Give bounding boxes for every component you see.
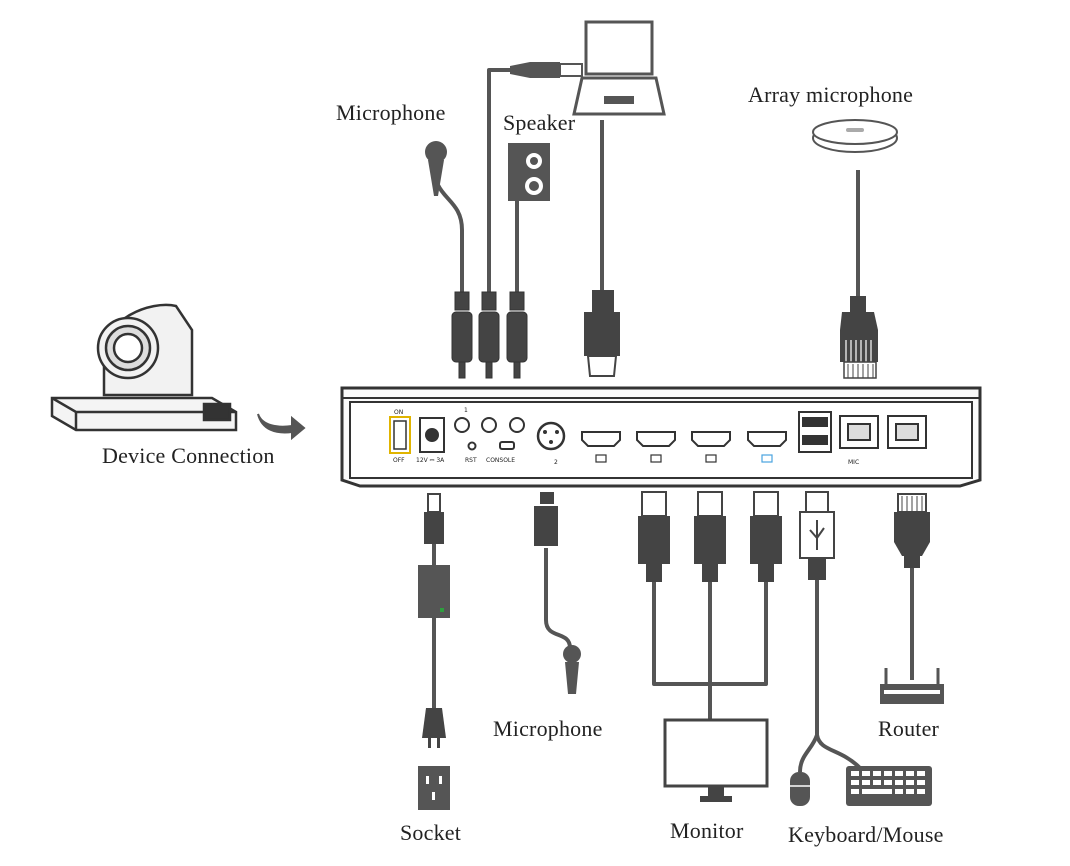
microphone-icon-top — [425, 141, 447, 196]
microphone-cable-bottom — [544, 548, 572, 649]
microphone-bottom-label: Microphone — [493, 716, 603, 741]
monitor-hdmi-cable-3 — [710, 580, 768, 686]
arrow-right-icon — [257, 413, 306, 441]
keyboard-icon — [846, 766, 932, 806]
hdmi-out-port-1 — [636, 431, 676, 447]
usb-cable — [815, 580, 862, 770]
dc-power-jack: 12V ⎓ 3A — [416, 417, 445, 464]
monitor-icon — [663, 718, 769, 802]
hdmi-ports — [581, 431, 787, 447]
mic-in-1-label: 1 — [464, 407, 468, 414]
line-in-jack — [481, 417, 497, 433]
monitor-port-icon-3 — [761, 454, 773, 463]
mouse-cable — [798, 734, 819, 773]
top-hdmi-plug — [584, 290, 620, 377]
speaker-label: Speaker — [503, 110, 576, 135]
hdmi-out-port-3 — [747, 431, 787, 447]
bottom-rj45-plug — [894, 493, 930, 568]
laptop-icon — [510, 20, 666, 116]
monitor-port-icon-2 — [705, 454, 717, 463]
console-label: CONSOLE — [486, 457, 515, 464]
power-plug-upper — [424, 493, 444, 544]
speaker-icon — [508, 143, 550, 201]
hdmi-in-port — [581, 431, 621, 447]
monitor-hdmi-cable-1 — [652, 580, 710, 686]
monitor-hdmi-plugs — [638, 491, 782, 582]
speaker-out-jack — [509, 417, 525, 433]
mic-in-1-jack — [454, 417, 470, 433]
monitor-label: Monitor — [670, 818, 744, 843]
mic-in-2-port — [536, 421, 566, 451]
microphone-cable-top — [436, 184, 464, 300]
keyboard-mouse-label: Keyboard/Mouse — [788, 822, 944, 847]
power-adapter-icon — [418, 565, 450, 618]
ethernet-ports — [839, 415, 927, 449]
audio-jacks — [454, 417, 525, 451]
monitor-port-icon-1 — [650, 454, 662, 463]
socket-icon — [418, 766, 450, 810]
reset-label: RST — [465, 457, 477, 464]
power-plug-lower — [422, 708, 446, 748]
router-icon — [880, 668, 944, 704]
ptz-camera-icon — [50, 303, 238, 432]
router-label: Router — [878, 716, 940, 741]
usb-plug — [799, 491, 835, 580]
mic-port-label: MIC — [848, 459, 859, 466]
array-microphone-icon — [812, 119, 898, 153]
laptop-audio-cable — [487, 68, 510, 300]
hdmi-out-port-2 — [691, 431, 731, 447]
mouse-icon — [790, 772, 810, 806]
reset-button — [467, 441, 477, 451]
usb-ports — [798, 411, 832, 453]
socket-label: Socket — [400, 820, 462, 845]
microphone-top-label: Microphone — [336, 100, 446, 125]
top-rj45-plug — [840, 296, 878, 379]
power-rating-label: 12V ⎓ 3A — [416, 457, 445, 464]
device-connection-label: Device Connection — [102, 443, 275, 468]
top-audio-plugs — [451, 291, 528, 379]
switch-on-label: ON — [394, 409, 403, 416]
mic-in-2-label: 2 — [554, 459, 558, 466]
bottom-xlr-plug — [534, 492, 558, 546]
cables — [432, 68, 914, 773]
microphone-icon-bottom — [563, 645, 581, 694]
switch-off-label: OFF — [393, 457, 405, 464]
laptop-port-icon — [595, 454, 607, 463]
port-icons — [595, 454, 773, 463]
array-microphone-label: Array microphone — [748, 82, 914, 107]
power-switch: ON OFF — [389, 409, 411, 464]
console-port — [499, 441, 515, 450]
